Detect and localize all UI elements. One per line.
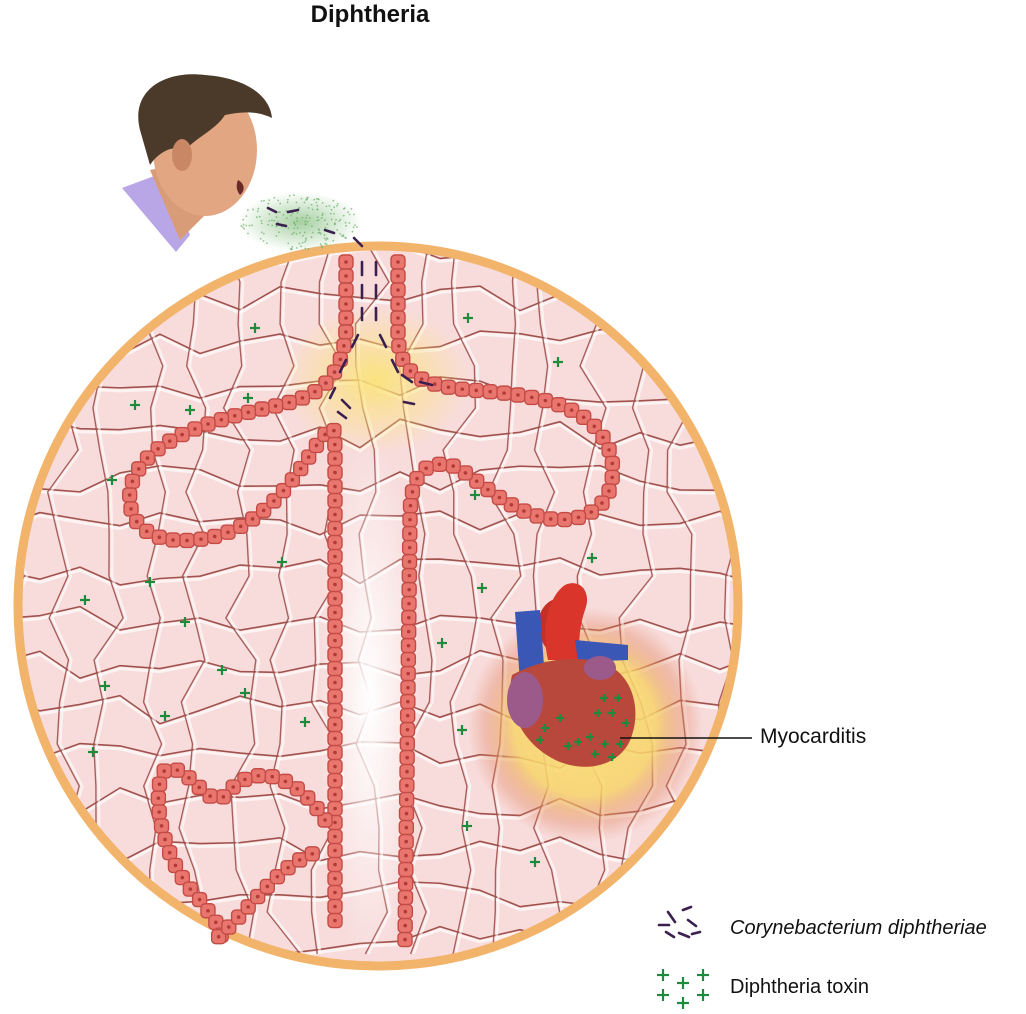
legend-bacterium: Corynebacterium diphtheriae bbox=[660, 913, 987, 943]
myocarditis-label: Myocarditis bbox=[760, 725, 867, 748]
patient-hair bbox=[138, 74, 272, 165]
plus-toxin-icon bbox=[657, 969, 709, 1009]
pulmonary-vein bbox=[575, 640, 628, 662]
aerosol-droplets bbox=[238, 192, 362, 252]
tissue-toxin-marks bbox=[80, 313, 597, 867]
airway-lumen-highlight bbox=[320, 440, 420, 960]
legend-bacterium-swatch bbox=[660, 913, 718, 943]
diagram-title: Diphtheria bbox=[310, 1, 430, 28]
epithelial-lining bbox=[121, 254, 621, 948]
superior-vena-cava bbox=[515, 610, 545, 682]
tissue-rim bbox=[13, 241, 743, 971]
heart-toxin-marks bbox=[536, 694, 630, 761]
patient-ear bbox=[172, 139, 192, 171]
legend-toxin-swatch bbox=[660, 972, 718, 1002]
legend-toxin-label: Diphtheria toxin bbox=[730, 975, 869, 998]
rod-bacteria-icon bbox=[657, 905, 702, 939]
left-atrium bbox=[584, 656, 616, 680]
heart bbox=[467, 583, 703, 843]
right-atrium bbox=[507, 672, 543, 728]
inflammation-glow bbox=[280, 305, 470, 455]
patient-mouth bbox=[236, 180, 244, 195]
bacteria-path bbox=[266, 206, 434, 420]
patient bbox=[122, 74, 272, 252]
patient-collar bbox=[122, 172, 190, 252]
legend-toxin: Diphtheria toxin bbox=[660, 972, 869, 1002]
legend-bacterium-label: Corynebacterium diphtheriae bbox=[730, 916, 987, 939]
